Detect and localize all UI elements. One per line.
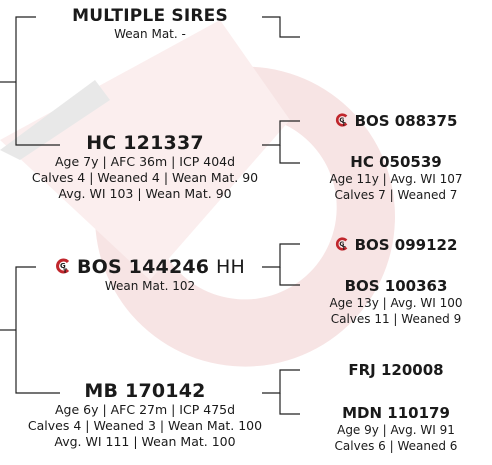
svg-text:T: T: [342, 246, 346, 251]
gs2-title-row: G T BOS 099122: [300, 236, 492, 254]
dam2-line1: Age 6y | AFC 27m | ICP 475d: [0, 402, 290, 418]
gd3-line1: Age 9y | Avg. WI 91: [300, 422, 492, 438]
sire-node-multiple[interactable]: MULTIPLE SIRES Wean Mat. -: [40, 6, 260, 42]
gd2-title: BOS 100363: [300, 277, 492, 295]
sire2-title-row: T G BOS 144246 HH: [20, 256, 280, 278]
gd2-line2: Calves 11 | Weaned 9: [300, 311, 492, 327]
granddam-node-1[interactable]: HC 050539 Age 11y | Avg. WI 107 Calves 7…: [300, 153, 492, 203]
sire-node-bos144246[interactable]: T G BOS 144246 HH Wean Mat. 102: [20, 256, 280, 294]
sire2-details: Wean Mat. 102: [20, 278, 280, 294]
svg-text:G: G: [60, 262, 66, 270]
grandsire-node-1[interactable]: G T BOS 088375: [300, 112, 492, 130]
grandsire-node-3[interactable]: FRJ 120008: [300, 361, 492, 379]
sire2-suffix: HH: [216, 256, 245, 278]
granddam-node-2[interactable]: BOS 100363 Age 13y | Avg. WI 100 Calves …: [300, 277, 492, 327]
gd1-title: HC 050539: [300, 153, 492, 171]
gt-badge-icon: G T: [335, 237, 349, 251]
gd1-line2: Calves 7 | Weaned 7: [300, 187, 492, 203]
granddam-node-3[interactable]: MDN 110179 Age 9y | Avg. WI 91 Calves 6 …: [300, 404, 492, 454]
svg-text:T: T: [342, 122, 346, 127]
gs2-title: BOS 099122: [355, 236, 458, 254]
sire-details: Wean Mat. -: [40, 26, 260, 42]
gd2-line1: Age 13y | Avg. WI 100: [300, 295, 492, 311]
dam2-line2: Calves 4 | Weaned 3 | Wean Mat. 100: [0, 418, 290, 434]
dam-node-mb170142[interactable]: MB 170142 Age 6y | AFC 27m | ICP 475d Ca…: [0, 380, 290, 450]
grandsire-node-2[interactable]: G T BOS 099122: [300, 236, 492, 254]
dam-line1: Age 7y | AFC 36m | ICP 404d: [0, 154, 290, 170]
gd3-title: MDN 110179: [300, 404, 492, 422]
gs1-title: BOS 088375: [355, 112, 458, 130]
gd3-line2: Calves 6 | Weaned 6: [300, 438, 492, 454]
gt-badge-icon: T G: [55, 258, 71, 274]
gs3-title: FRJ 120008: [300, 361, 492, 379]
dam-node-hc121337[interactable]: HC 121337 Age 7y | AFC 36m | ICP 404d Ca…: [0, 132, 290, 202]
gd1-line1: Age 11y | Avg. WI 107: [300, 171, 492, 187]
gt-badge-icon: G T: [335, 113, 349, 127]
dam-line2: Calves 4 | Weaned 4 | Wean Mat. 90: [0, 170, 290, 186]
dam-title: HC 121337: [0, 132, 290, 154]
dam2-title: MB 170142: [0, 380, 290, 402]
gs1-title-row: G T BOS 088375: [300, 112, 492, 130]
dam-line3: Avg. WI 103 | Wean Mat. 90: [0, 186, 290, 202]
sire-title: MULTIPLE SIRES: [40, 6, 260, 26]
sire2-title: BOS 144246: [77, 256, 209, 278]
dam2-line3: Avg. WI 111 | Wean Mat. 100: [0, 434, 290, 450]
